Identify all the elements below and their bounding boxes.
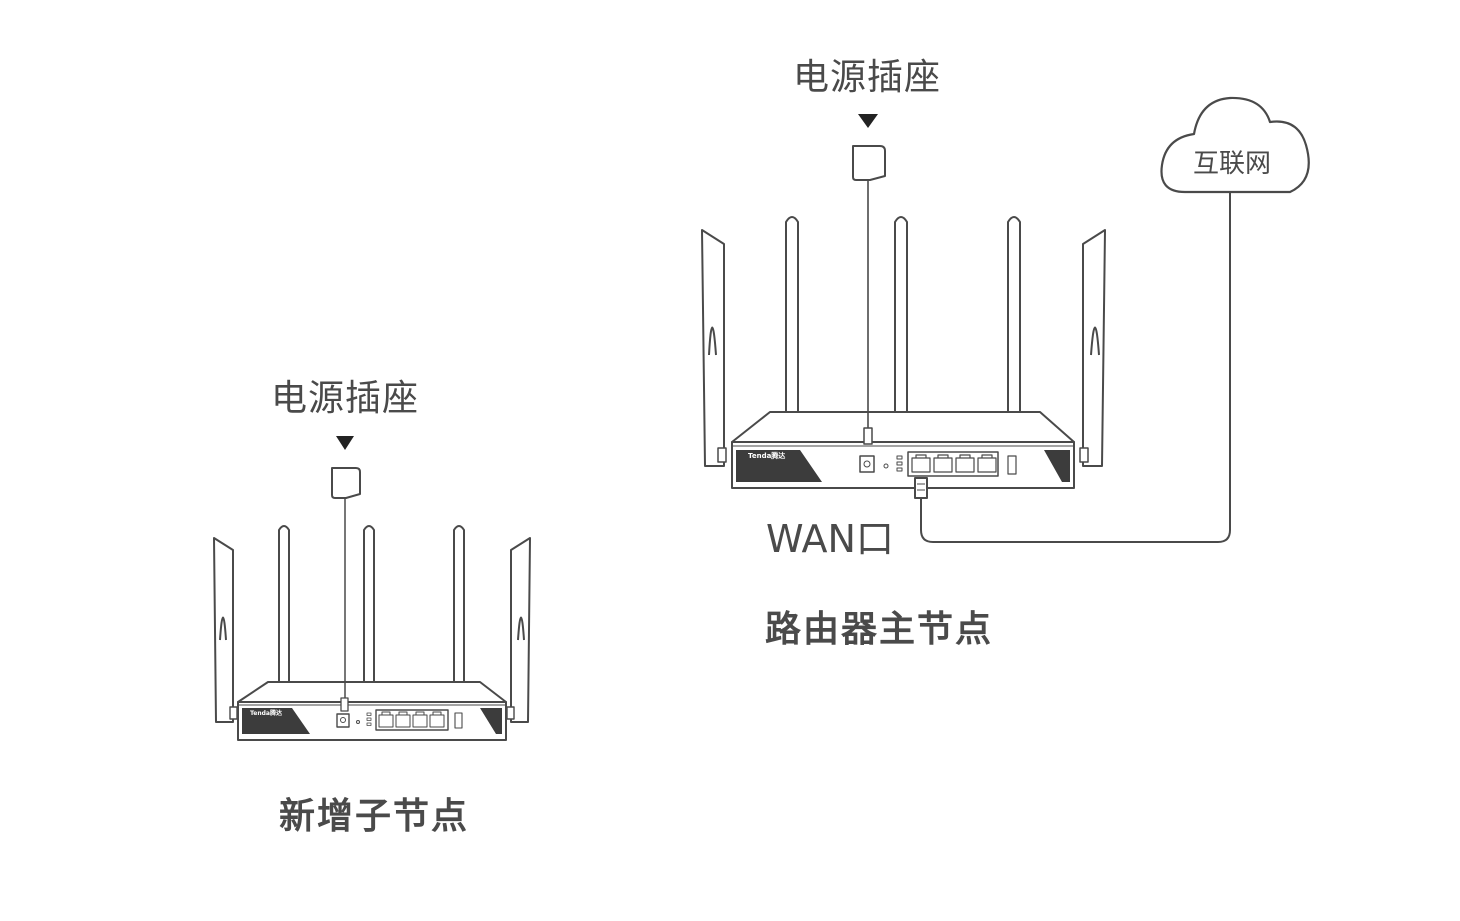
main-power-outlet-label: 电源插座 <box>793 57 942 98</box>
wan-cable <box>914 190 1231 543</box>
sub-router-brand: Tenda腾达 <box>250 709 282 717</box>
sub-router-antennas <box>213 525 531 723</box>
main-power-adapter <box>852 145 886 445</box>
main-router <box>701 216 1106 489</box>
main-router-antennas <box>701 216 1106 467</box>
sub-power-adapter <box>331 467 361 712</box>
internet-label: 互联网 <box>1193 149 1272 179</box>
sub-power-outlet-label: 电源插座 <box>271 378 420 419</box>
main-node-label: 路由器主节点 <box>765 609 994 650</box>
new-sub-node-label: 新增子节点 <box>279 796 470 837</box>
sub-router <box>213 525 531 741</box>
internet-cloud <box>1160 96 1310 194</box>
main-router-brand: Tenda腾达 <box>748 451 785 460</box>
wan-port-label: WAN口 <box>766 517 894 561</box>
sub-outlet-arrow <box>336 436 354 450</box>
main-outlet-arrow <box>858 114 878 128</box>
